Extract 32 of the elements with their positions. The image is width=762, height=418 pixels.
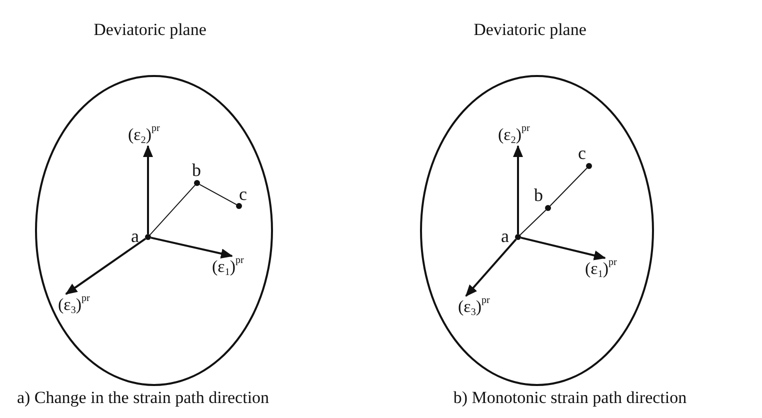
axis-label: (ε$_{2}$)$^{pr}$ — [498, 124, 530, 146]
point-marker — [515, 234, 521, 240]
point-marker — [236, 203, 242, 209]
strain-path-line — [550, 168, 588, 206]
axis-arrow — [465, 238, 517, 297]
axis-label: (ε$_{1}$)$^{pr}$ — [585, 258, 617, 280]
strain-path-line — [150, 184, 196, 236]
point-marker — [194, 180, 200, 186]
point-label: b — [192, 161, 201, 179]
plane-title: Deviatoric plane — [94, 20, 206, 40]
axis-arrow — [143, 145, 153, 234]
point-marker — [545, 205, 551, 211]
axis-label: (ε$_{1}$)$^{pr}$ — [212, 256, 244, 278]
point-marker — [586, 163, 592, 169]
plane-title: Deviatoric plane — [474, 20, 586, 40]
point-marker — [145, 234, 151, 240]
axis-arrow — [150, 236, 233, 258]
axis-label: (ε$_{3}$)$^{pr}$ — [58, 294, 90, 316]
point-label: c — [578, 144, 586, 162]
axis-label: (ε$_{3}$)$^{pr}$ — [458, 296, 490, 318]
point-label: a — [501, 227, 509, 245]
axis-arrow — [65, 238, 146, 295]
axis-arrow — [520, 236, 606, 260]
strain-path-line — [520, 210, 546, 236]
point-label: c — [239, 185, 247, 203]
axis-label: (ε$_{2}$)$^{pr}$ — [128, 124, 160, 146]
panel-caption: b) Monotonic strain path direction — [453, 388, 687, 408]
point-label: b — [534, 186, 543, 204]
strain-path-line — [199, 184, 237, 206]
axis-arrow — [513, 145, 523, 234]
panel-caption: a) Change in the strain path direction — [16, 388, 270, 408]
point-label: a — [131, 227, 139, 245]
